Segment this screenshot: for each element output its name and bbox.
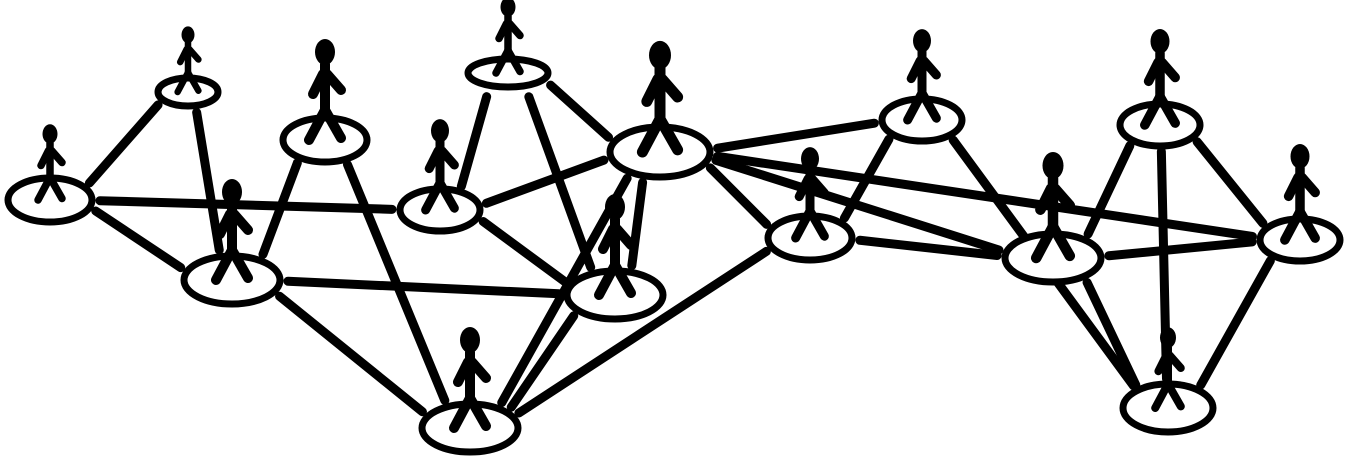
connection-line bbox=[839, 134, 894, 223]
person-on-pad-icon bbox=[1030, 151, 1076, 264]
person-on-pad-icon bbox=[174, 26, 202, 96]
connection-line bbox=[1104, 237, 1257, 261]
person-node bbox=[279, 39, 371, 166]
person-node bbox=[878, 29, 966, 145]
person-node bbox=[1001, 151, 1105, 286]
person-on-pad-icon bbox=[492, 0, 524, 77]
person-on-pad-icon bbox=[594, 194, 636, 300]
people-nodes bbox=[4, 0, 1344, 456]
node-pad bbox=[154, 74, 222, 110]
connection-line bbox=[705, 163, 772, 229]
connection-line bbox=[84, 100, 163, 188]
node-pad bbox=[1116, 100, 1204, 150]
node-pad bbox=[279, 114, 371, 166]
person-on-pad-icon bbox=[791, 147, 829, 243]
node-pad bbox=[606, 123, 714, 181]
connection-line bbox=[546, 80, 614, 142]
node-pad bbox=[764, 212, 856, 264]
connection-line bbox=[481, 155, 609, 208]
connection-line bbox=[95, 196, 397, 214]
connection-line bbox=[506, 311, 579, 412]
person-node bbox=[418, 327, 522, 456]
person-node bbox=[764, 147, 856, 264]
person-on-pad-icon bbox=[1151, 327, 1185, 413]
person-on-pad-icon bbox=[211, 179, 253, 285]
connection-line bbox=[342, 160, 450, 405]
person-node bbox=[396, 119, 484, 235]
person-node bbox=[1119, 327, 1217, 436]
connection-line bbox=[275, 291, 427, 417]
connection-line bbox=[855, 235, 1002, 260]
person-node bbox=[4, 124, 96, 226]
connection-line bbox=[1082, 277, 1141, 390]
connection-lines bbox=[84, 80, 1275, 418]
connection-line bbox=[456, 92, 492, 191]
person-node bbox=[606, 40, 714, 181]
person-on-pad-icon bbox=[1280, 144, 1320, 245]
node-pad bbox=[563, 267, 667, 323]
person-on-pad-icon bbox=[636, 40, 684, 158]
person-node bbox=[1256, 144, 1344, 265]
connection-line bbox=[192, 107, 224, 255]
person-on-pad-icon bbox=[421, 119, 459, 215]
connection-line bbox=[711, 155, 1004, 255]
connection-line bbox=[283, 276, 564, 299]
node-pad bbox=[180, 252, 284, 308]
person-node bbox=[154, 26, 222, 110]
node-pad bbox=[464, 55, 552, 91]
connection-line bbox=[91, 206, 186, 273]
connection-line bbox=[627, 177, 648, 271]
person-on-pad-icon bbox=[449, 327, 491, 433]
connection-line bbox=[1192, 137, 1268, 228]
connection-line bbox=[258, 158, 302, 259]
person-on-pad-icon bbox=[903, 29, 941, 125]
person-node bbox=[1116, 29, 1204, 150]
connection-line bbox=[713, 118, 879, 153]
person-on-pad-icon bbox=[1140, 29, 1180, 130]
person-node bbox=[563, 194, 667, 323]
person-on-pad-icon bbox=[304, 39, 346, 145]
person-node bbox=[464, 0, 552, 91]
node-pad bbox=[878, 95, 966, 145]
node-pad bbox=[418, 400, 522, 456]
connection-line bbox=[478, 217, 570, 287]
node-pad bbox=[1256, 215, 1344, 265]
person-node bbox=[180, 179, 284, 308]
connection-line bbox=[1083, 141, 1135, 239]
person-on-pad-icon bbox=[34, 124, 66, 204]
node-pad bbox=[1001, 230, 1105, 286]
connection-line bbox=[524, 92, 596, 272]
node-pad bbox=[396, 185, 484, 235]
connection-line bbox=[514, 246, 771, 418]
connection-line bbox=[1196, 256, 1275, 390]
